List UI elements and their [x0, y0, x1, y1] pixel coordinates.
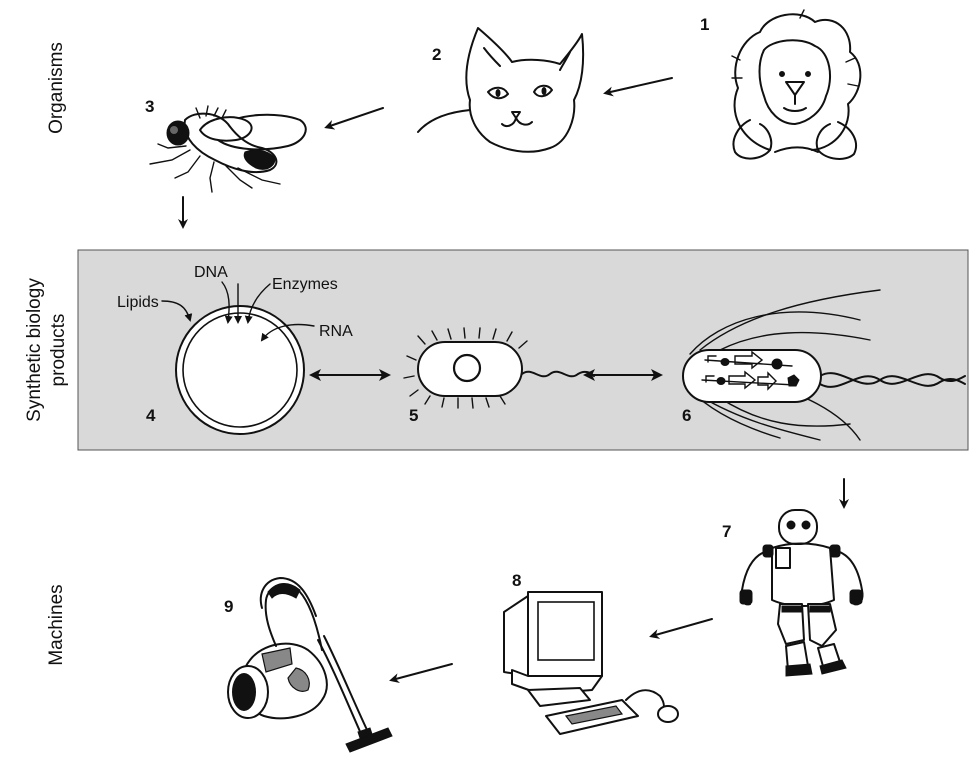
cat-icon	[417, 27, 585, 153]
label-number-6: 6	[682, 406, 691, 425]
label-number-4: 4	[146, 406, 156, 425]
fly-icon	[149, 105, 307, 193]
bacterium-icon	[403, 327, 595, 409]
label-number-2: 2	[432, 45, 441, 64]
vacuum-cleaner-icon	[227, 577, 393, 753]
arrow-computer-to-vacuum	[389, 663, 453, 684]
label-number-5: 5	[409, 406, 418, 425]
lion-icon	[731, 9, 862, 160]
label-enzymes: Enzymes	[272, 276, 338, 293]
pointer-enzymes	[244, 283, 271, 324]
pointer-rna	[260, 323, 315, 342]
row-label-products: products	[48, 314, 69, 387]
row-label-machines: Machines	[46, 584, 67, 665]
pointer-lipids	[161, 300, 193, 322]
label-number-8: 8	[512, 571, 521, 590]
label-lipids: Lipids	[117, 294, 159, 311]
row-label-synthetic-biology: Synthetic biology	[24, 278, 45, 422]
label-number-3: 3	[145, 97, 154, 116]
pointer-dna-1	[221, 281, 233, 324]
label-number-1: 1	[700, 15, 709, 34]
row-label-organisms: Organisms	[46, 42, 67, 134]
engineered-bacterium-icon	[682, 289, 966, 441]
label-rna: RNA	[319, 323, 353, 340]
robot-icon	[739, 509, 864, 677]
arrow-robot-to-computer	[649, 618, 713, 639]
arrow-lion-to-cat	[603, 77, 673, 97]
label-number-9: 9	[224, 597, 233, 616]
computer-icon	[503, 591, 679, 735]
arrow-cat-to-fly	[324, 107, 384, 130]
vesicle-icon	[175, 305, 305, 435]
label-dna: DNA	[194, 264, 228, 281]
label-number-7: 7	[722, 522, 731, 541]
